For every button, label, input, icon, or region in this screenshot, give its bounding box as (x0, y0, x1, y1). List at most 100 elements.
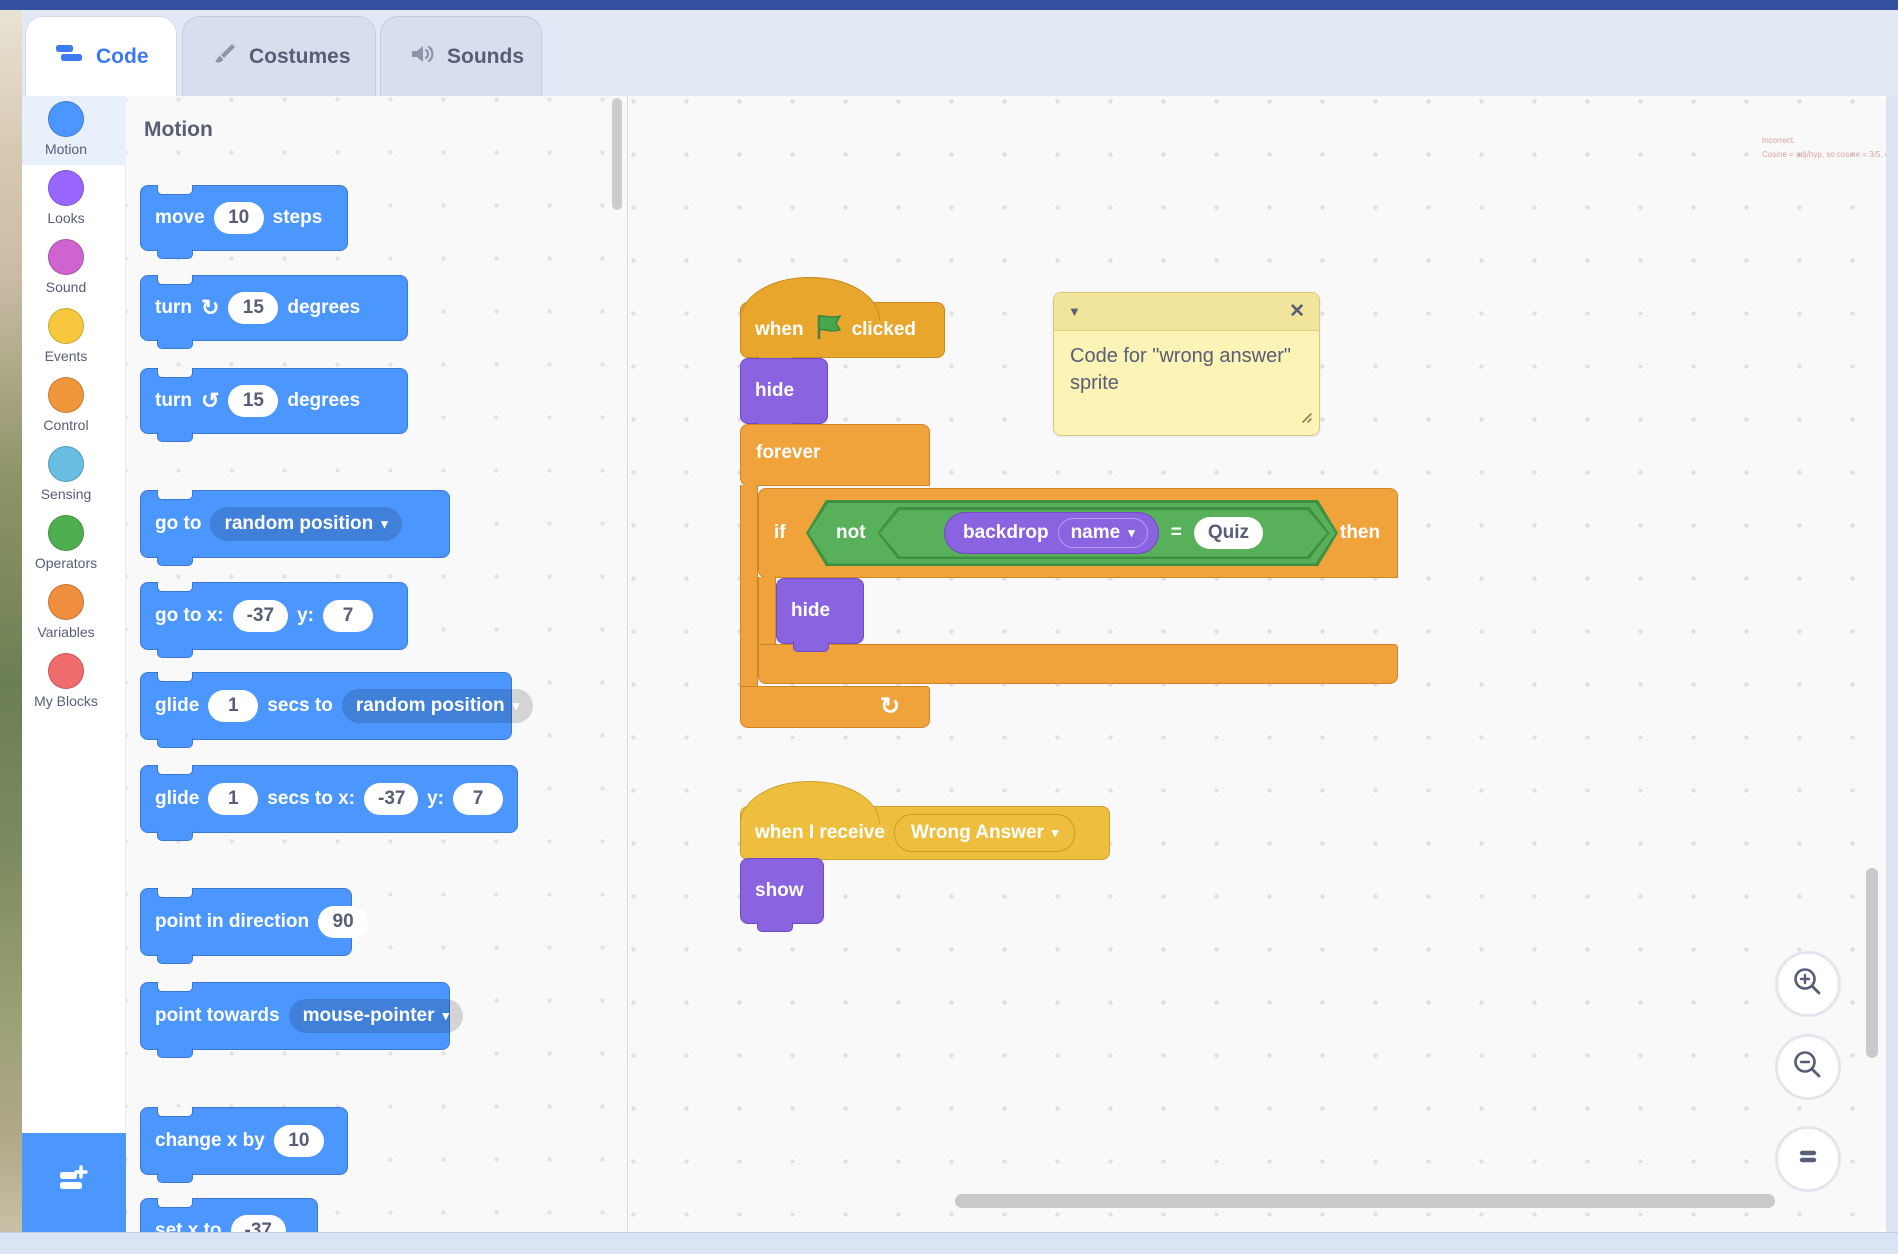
tab-sounds-label: Sounds (447, 44, 524, 68)
forever-block-bottom[interactable] (740, 686, 930, 728)
block-hide-2[interactable]: hide (776, 578, 864, 652)
category-color-dot (48, 584, 84, 620)
zoom-reset-button[interactable] (1775, 1126, 1841, 1192)
block-goto-xy[interactable]: go to x: -37 y: 7 (140, 582, 408, 658)
sidebar-item-looks[interactable]: Looks (22, 165, 126, 234)
category-label: Events (44, 348, 88, 364)
block-goto-random[interactable]: go to random position ▾ (140, 490, 450, 566)
block-palette: Motion move 10 steps turn ↻ 15 degrees t… (126, 96, 628, 1232)
category-color-dot (48, 239, 84, 275)
category-color-dot (48, 377, 84, 413)
equals-operator-block[interactable]: backdrop name ▾ = Quiz (878, 507, 1330, 559)
not-operator-block[interactable]: not backdrop name ▾ (806, 500, 1338, 566)
block-set-x[interactable]: set x to -37 (140, 1198, 318, 1232)
forever-block-spine[interactable] (740, 485, 758, 687)
tab-costumes[interactable]: Costumes (182, 16, 376, 96)
zoom-out-button[interactable] (1775, 1034, 1841, 1100)
tab-code[interactable]: Code (25, 16, 177, 96)
turn-cw-input[interactable]: 15 (228, 292, 279, 324)
block-turn-ccw[interactable]: turn ↺ 15 degrees (140, 368, 408, 442)
change-x-input[interactable]: 10 (273, 1125, 324, 1157)
turn-ccw-input[interactable]: 15 (228, 385, 279, 417)
glide-xy-secs-input[interactable]: 1 (208, 783, 259, 815)
sidebar-item-operators[interactable]: Operators (22, 510, 126, 579)
forever-block-top[interactable] (740, 424, 930, 486)
block-show[interactable]: show (740, 858, 824, 932)
sidebar-item-sensing[interactable]: Sensing (22, 441, 126, 510)
glide-target-dropdown[interactable]: random position ▾ (341, 689, 534, 723)
sidebar-item-variables[interactable]: Variables (22, 579, 126, 648)
comment-close-button[interactable]: ✕ (1289, 301, 1305, 322)
if-label: if (774, 522, 786, 543)
block-move-steps[interactable]: move 10 steps (140, 185, 348, 259)
rotate-cw-icon: ↻ (200, 295, 220, 320)
category-label: Sensing (40, 486, 92, 502)
category-sidebar: Motion Looks Sound Events Control Sensin… (22, 96, 126, 1232)
block-glide-random[interactable]: glide 1 secs to random position ▾ (140, 672, 534, 748)
comment-text[interactable]: Code for "wrong answer" sprite (1070, 345, 1291, 394)
category-label: Operators (34, 555, 98, 571)
paintbrush-icon (211, 41, 237, 73)
sidebar-item-sound[interactable]: Sound (22, 234, 126, 303)
if-block-spine[interactable] (758, 577, 776, 645)
zoom-out-icon (1790, 1047, 1826, 1088)
set-x-input[interactable]: -37 (230, 1215, 286, 1232)
menu-bar-strip (0, 0, 1898, 10)
canvas-horizontal-scrollbar-thumb[interactable] (955, 1194, 1775, 1208)
glide-secs-input[interactable]: 1 (208, 690, 259, 722)
loop-arrow-icon: ↻ (880, 693, 901, 720)
goto-x-input[interactable]: -37 (232, 600, 289, 632)
zoom-in-button[interactable] (1775, 951, 1841, 1017)
sidebar-item-my-blocks[interactable]: My Blocks (22, 648, 126, 717)
watermark-text: Incorrect. Cosine = adj/hyp, so cosine =… (1762, 136, 1886, 159)
resize-handle-icon[interactable] (1299, 410, 1313, 429)
if-block-bottom[interactable] (758, 644, 1398, 684)
block-change-x[interactable]: change x by 10 (140, 1107, 348, 1183)
zoom-in-icon (1790, 964, 1826, 1005)
rotate-ccw-icon: ↺ (200, 388, 220, 413)
backdrop-name-reporter[interactable]: backdrop name ▾ (944, 512, 1159, 554)
sidebar-item-motion[interactable]: Motion (22, 96, 126, 165)
palette-scrollbar-thumb[interactable] (612, 98, 622, 210)
category-label: Control (43, 417, 89, 433)
background-photo-strip (0, 10, 22, 1232)
chevron-down-icon: ▾ (442, 1008, 450, 1023)
speaker-icon (409, 42, 435, 72)
goto-y-input[interactable]: 7 (322, 600, 373, 632)
bottom-edge-strip (0, 1232, 1898, 1254)
point-towards-dropdown[interactable]: mouse-pointer ▾ (288, 999, 464, 1033)
comment-collapse-button[interactable]: ▼ (1068, 304, 1081, 319)
equals-right-input[interactable]: Quiz (1193, 517, 1264, 549)
category-color-dot (48, 446, 84, 482)
add-extension-button[interactable] (22, 1133, 126, 1232)
chevron-down-icon: ▾ (1128, 525, 1135, 540)
chevron-down-icon: ▾ (512, 698, 520, 713)
category-color-dot (48, 515, 84, 551)
category-label: Looks (47, 210, 85, 226)
sidebar-item-control[interactable]: Control (22, 372, 126, 441)
canvas-vertical-scrollbar-thumb[interactable] (1866, 868, 1878, 1058)
block-hide-1[interactable]: hide (740, 358, 828, 432)
broadcast-dropdown[interactable]: Wrong Answer ▾ (893, 814, 1076, 852)
point-direction-input[interactable]: 90 (318, 906, 369, 938)
comment-box[interactable]: ▼ ✕ Code for "wrong answer" sprite (1053, 292, 1320, 436)
move-steps-input[interactable]: 10 (213, 202, 264, 234)
script-canvas[interactable]: Incorrect. Cosine = adj/hyp, so cosine =… (628, 96, 1886, 1232)
equals-sign: = (1170, 522, 1182, 543)
block-turn-cw[interactable]: turn ↻ 15 degrees (140, 275, 408, 349)
zoom-reset-icon (1790, 1139, 1826, 1180)
category-label: My Blocks (34, 693, 98, 709)
backdrop-property-dropdown[interactable]: name ▾ (1057, 518, 1148, 548)
block-point-direction[interactable]: point in direction 90 (140, 888, 369, 964)
block-glide-xy[interactable]: glide 1 secs to x: -37 y: 7 (140, 765, 518, 841)
block-point-towards[interactable]: point towards mouse-pointer ▾ (140, 982, 464, 1058)
green-flag-icon (813, 313, 843, 347)
goto-target-dropdown[interactable]: random position ▾ (210, 507, 402, 541)
block-when-flag-clicked[interactable]: when clicked (740, 277, 945, 366)
sidebar-item-events[interactable]: Events (22, 303, 126, 372)
glide-y-input[interactable]: 7 (453, 783, 503, 815)
block-when-i-receive[interactable]: when I receive Wrong Answer ▾ (740, 781, 1110, 868)
tab-sounds[interactable]: Sounds (380, 16, 542, 96)
glide-x-input[interactable]: -37 (364, 783, 419, 815)
